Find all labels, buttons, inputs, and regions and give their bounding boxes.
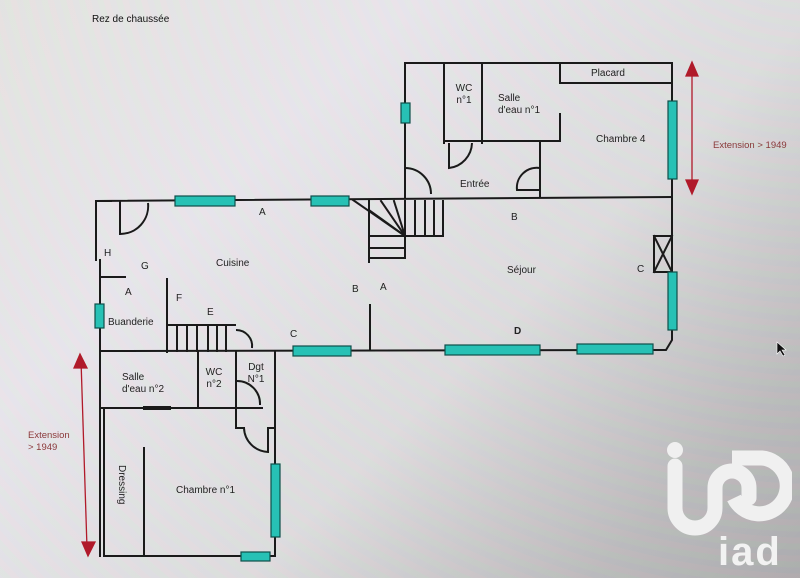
wall-label-a-buanderie: A	[125, 287, 132, 298]
placard-wall	[559, 62, 673, 84]
iad-logo-icon	[667, 442, 792, 536]
room-label-sejour: Séjour	[507, 265, 536, 276]
room-label-entree: Entrée	[460, 179, 490, 190]
door-wc1	[448, 142, 473, 170]
door-cuisine	[119, 201, 150, 236]
extension-annotation-left: Extension > 1949	[28, 430, 70, 453]
room-label-cuisine: Cuisine	[216, 258, 250, 269]
room-label-dressing: Dressing	[116, 465, 127, 505]
wall-label-b-cuisine: B	[352, 284, 359, 295]
mouse-cursor-icon	[776, 341, 787, 357]
small-window-sde2	[143, 406, 171, 410]
room-label-chambre4: Chambre 4	[596, 134, 646, 145]
wall-label-c-cuisine: C	[290, 329, 298, 340]
iad-logo-text: iad	[718, 530, 782, 574]
door-chambre4	[515, 166, 541, 191]
windows	[94, 100, 678, 562]
wall-label-b-sejour: B	[511, 212, 518, 223]
wall-label-f: F	[176, 293, 183, 304]
room-label-placard: Placard	[591, 68, 625, 79]
door-stair-closet	[235, 328, 254, 349]
wall-label-d: D	[514, 326, 522, 337]
wall-label-c-sejour: C	[637, 264, 645, 275]
door-entree	[404, 167, 432, 195]
room-label-chambre1: Chambre n°1	[176, 485, 236, 496]
wall-label-h: H	[104, 248, 112, 259]
page-title: Rez de chaussée	[92, 14, 170, 25]
room-label-buanderie: Buanderie	[108, 317, 154, 328]
door-dgt1	[235, 379, 262, 406]
extension-annotation-top: Extension > 1949	[713, 140, 787, 151]
wall-label-a-sejour: A	[380, 282, 387, 293]
wall-label-a-top: A	[259, 207, 266, 218]
wall-label-g: G	[141, 261, 149, 272]
door-chambre1	[243, 427, 269, 454]
wall-label-e: E	[207, 307, 214, 318]
